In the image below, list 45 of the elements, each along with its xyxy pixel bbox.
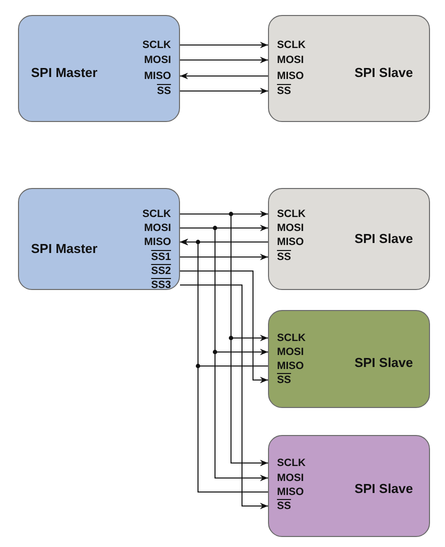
device-title: SPI Slave [354, 356, 413, 369]
pin-label: SCLK [142, 209, 171, 220]
signal-arrow [180, 88, 268, 94]
signal-arrow [180, 42, 268, 48]
pin-label: SS3 [151, 280, 171, 290]
device-title: SPI Master [31, 66, 98, 79]
pin-label: MISO [144, 71, 171, 82]
device-title: SPI Master [31, 242, 98, 255]
pin-label: SCLK [277, 209, 306, 220]
pin-label: SS [277, 86, 292, 96]
pin-label: MOSI [277, 223, 304, 234]
pin-label: SS [277, 501, 292, 512]
pin-label: MISO [144, 237, 171, 248]
pin-label: MOSI [277, 347, 304, 358]
signal-arrow [180, 254, 268, 260]
signal-arrow [180, 270, 268, 384]
device-box [268, 188, 430, 290]
device-title: SPI Slave [354, 232, 413, 245]
pin-label: SS [277, 375, 292, 386]
pin-label: SS1 [151, 252, 171, 262]
signal-arrow [180, 56, 268, 64]
pin-label: SS2 [151, 266, 171, 276]
pin-label: MISO [277, 71, 304, 82]
pin-label: SS [156, 86, 171, 96]
pin-label: MISO [277, 237, 304, 248]
device-box [268, 310, 430, 408]
signal-arrow [180, 284, 268, 510]
pin-label: SCLK [277, 40, 306, 50]
device-box [268, 15, 430, 122]
pin-label: MISO [277, 487, 304, 498]
pin-label: MOSI [144, 223, 171, 234]
pin-label: SCLK [277, 333, 306, 344]
signal-arrow [180, 72, 268, 80]
pin-label: MOSI [144, 55, 171, 66]
pin-label: SCLK [142, 40, 171, 50]
pin-label: MOSI [277, 473, 304, 484]
pin-label: SS [277, 252, 292, 262]
pin-label: SCLK [277, 458, 306, 468]
device-title: SPI Slave [354, 66, 413, 79]
pin-label: MOSI [277, 55, 304, 66]
device-box [268, 435, 430, 537]
device-box [18, 15, 180, 122]
device-box [18, 188, 180, 290]
device-title: SPI Slave [354, 482, 413, 495]
pin-label: MISO [277, 361, 304, 372]
